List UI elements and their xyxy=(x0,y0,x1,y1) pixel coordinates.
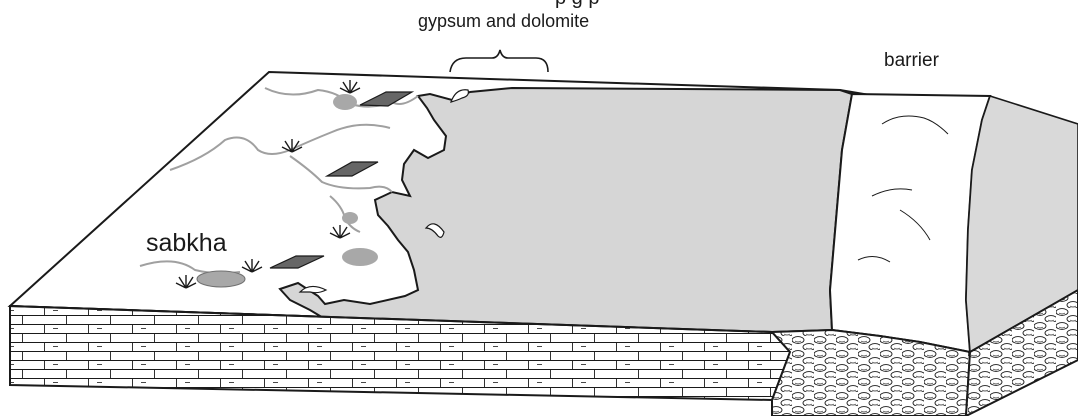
salt-pool xyxy=(333,94,357,110)
salt-pool xyxy=(342,248,378,266)
sabkha-label: sabkha xyxy=(146,229,227,258)
top-cropped-label: p g p xyxy=(555,0,599,10)
gypsum-dolomite-label: gypsum and dolomite xyxy=(418,11,589,32)
barrier-island xyxy=(830,94,990,352)
salt-pool xyxy=(342,212,358,224)
barrier-label: barrier xyxy=(884,50,939,72)
salt-pool xyxy=(197,271,245,287)
bracket xyxy=(450,50,548,72)
